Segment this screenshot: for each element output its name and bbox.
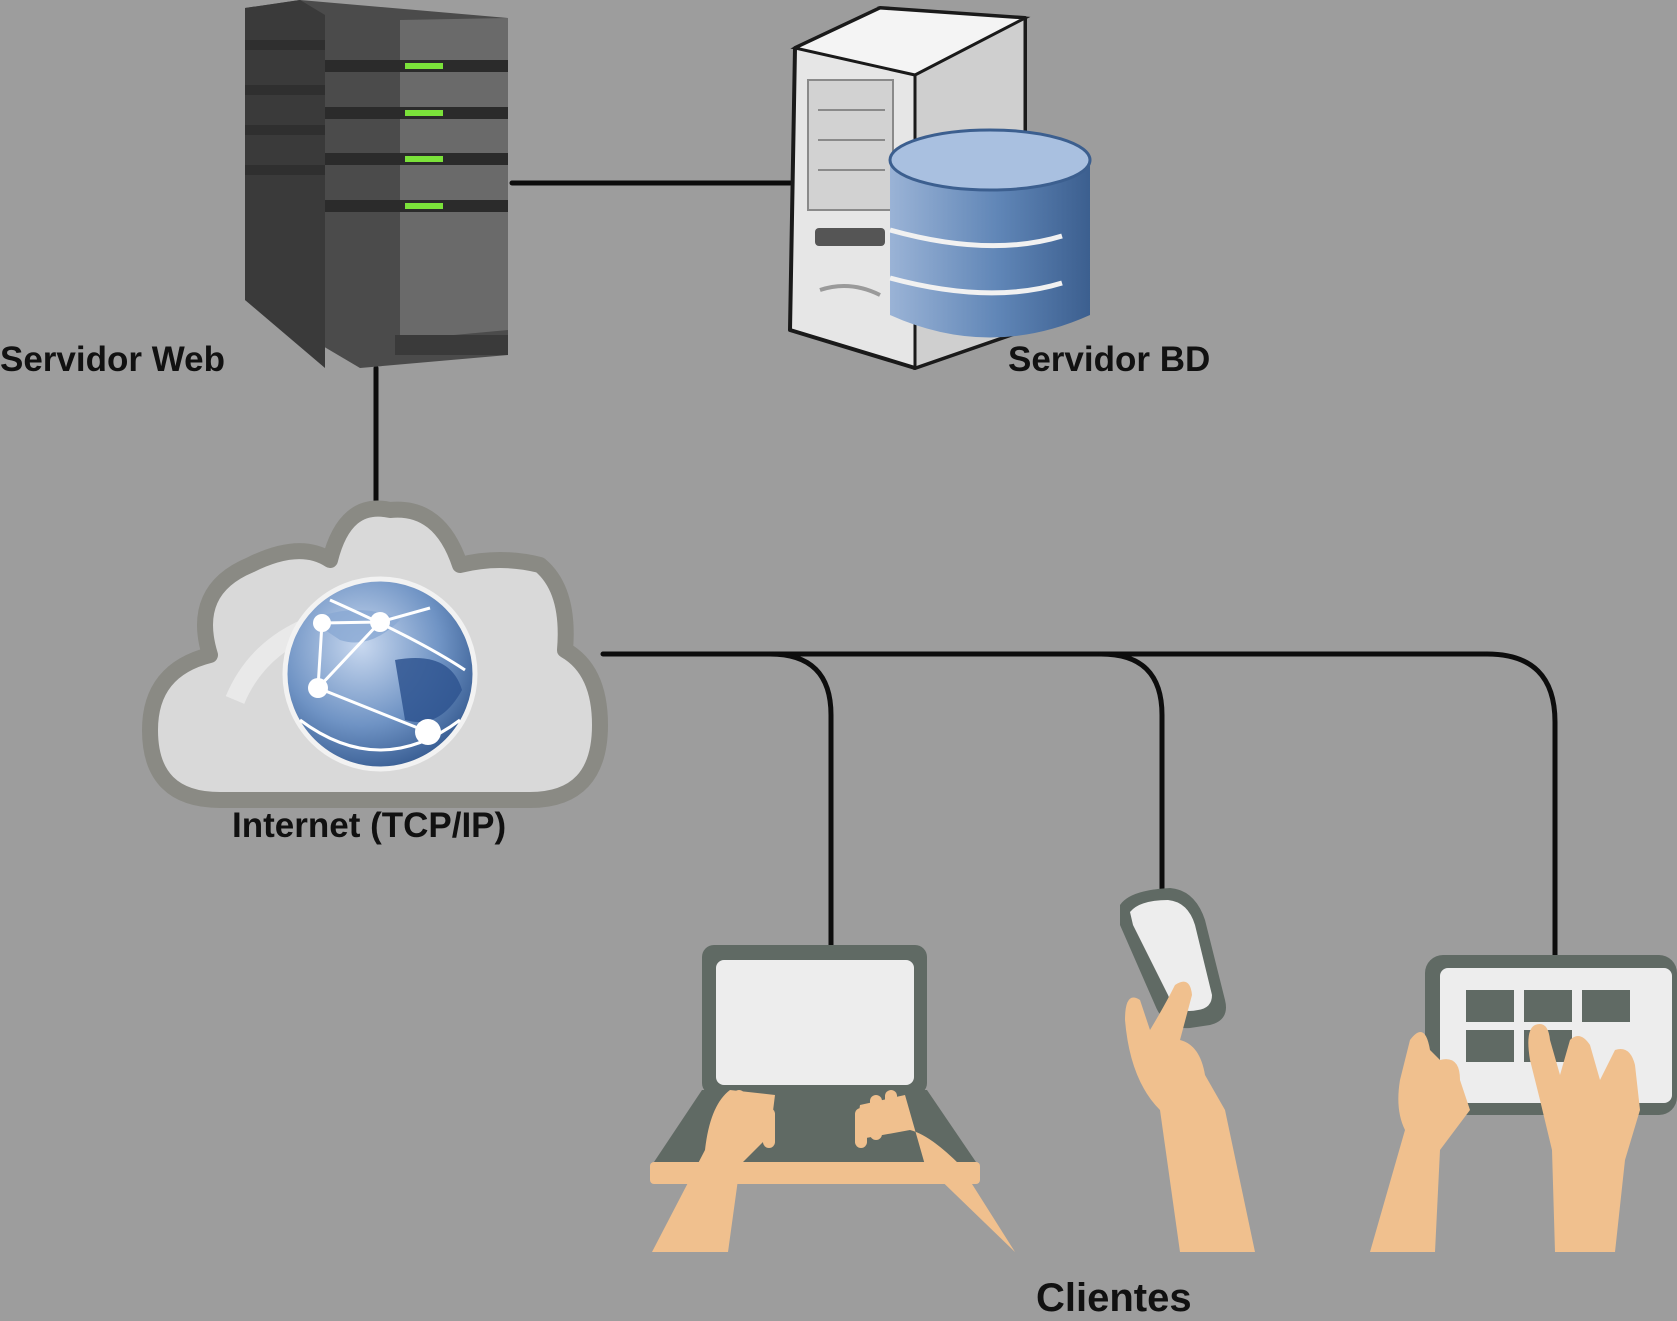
hands-holding-tablet-icon <box>1370 1024 1640 1252</box>
bus-to-laptop-line <box>767 651 834 948</box>
internet-label: Internet (TCP/IP) <box>232 806 507 845</box>
web-server-label: Servidor Web <box>0 340 225 379</box>
bus-to-phone-line <box>1098 651 1165 893</box>
web-server-icon <box>245 0 508 368</box>
hand-holding-phone-icon <box>1125 981 1255 1252</box>
database-icon <box>888 128 1092 338</box>
clients-label: Clientes <box>1036 1276 1192 1320</box>
db-server-label: Servidor BD <box>1008 340 1211 379</box>
typing-hands-icon <box>652 1090 1015 1252</box>
status-led-icon <box>405 63 443 209</box>
connector-lines <box>373 180 1558 958</box>
smartphone-icon <box>1120 888 1226 1029</box>
bus-to-tablet-line <box>1484 651 1558 958</box>
globe-icon <box>282 576 478 772</box>
